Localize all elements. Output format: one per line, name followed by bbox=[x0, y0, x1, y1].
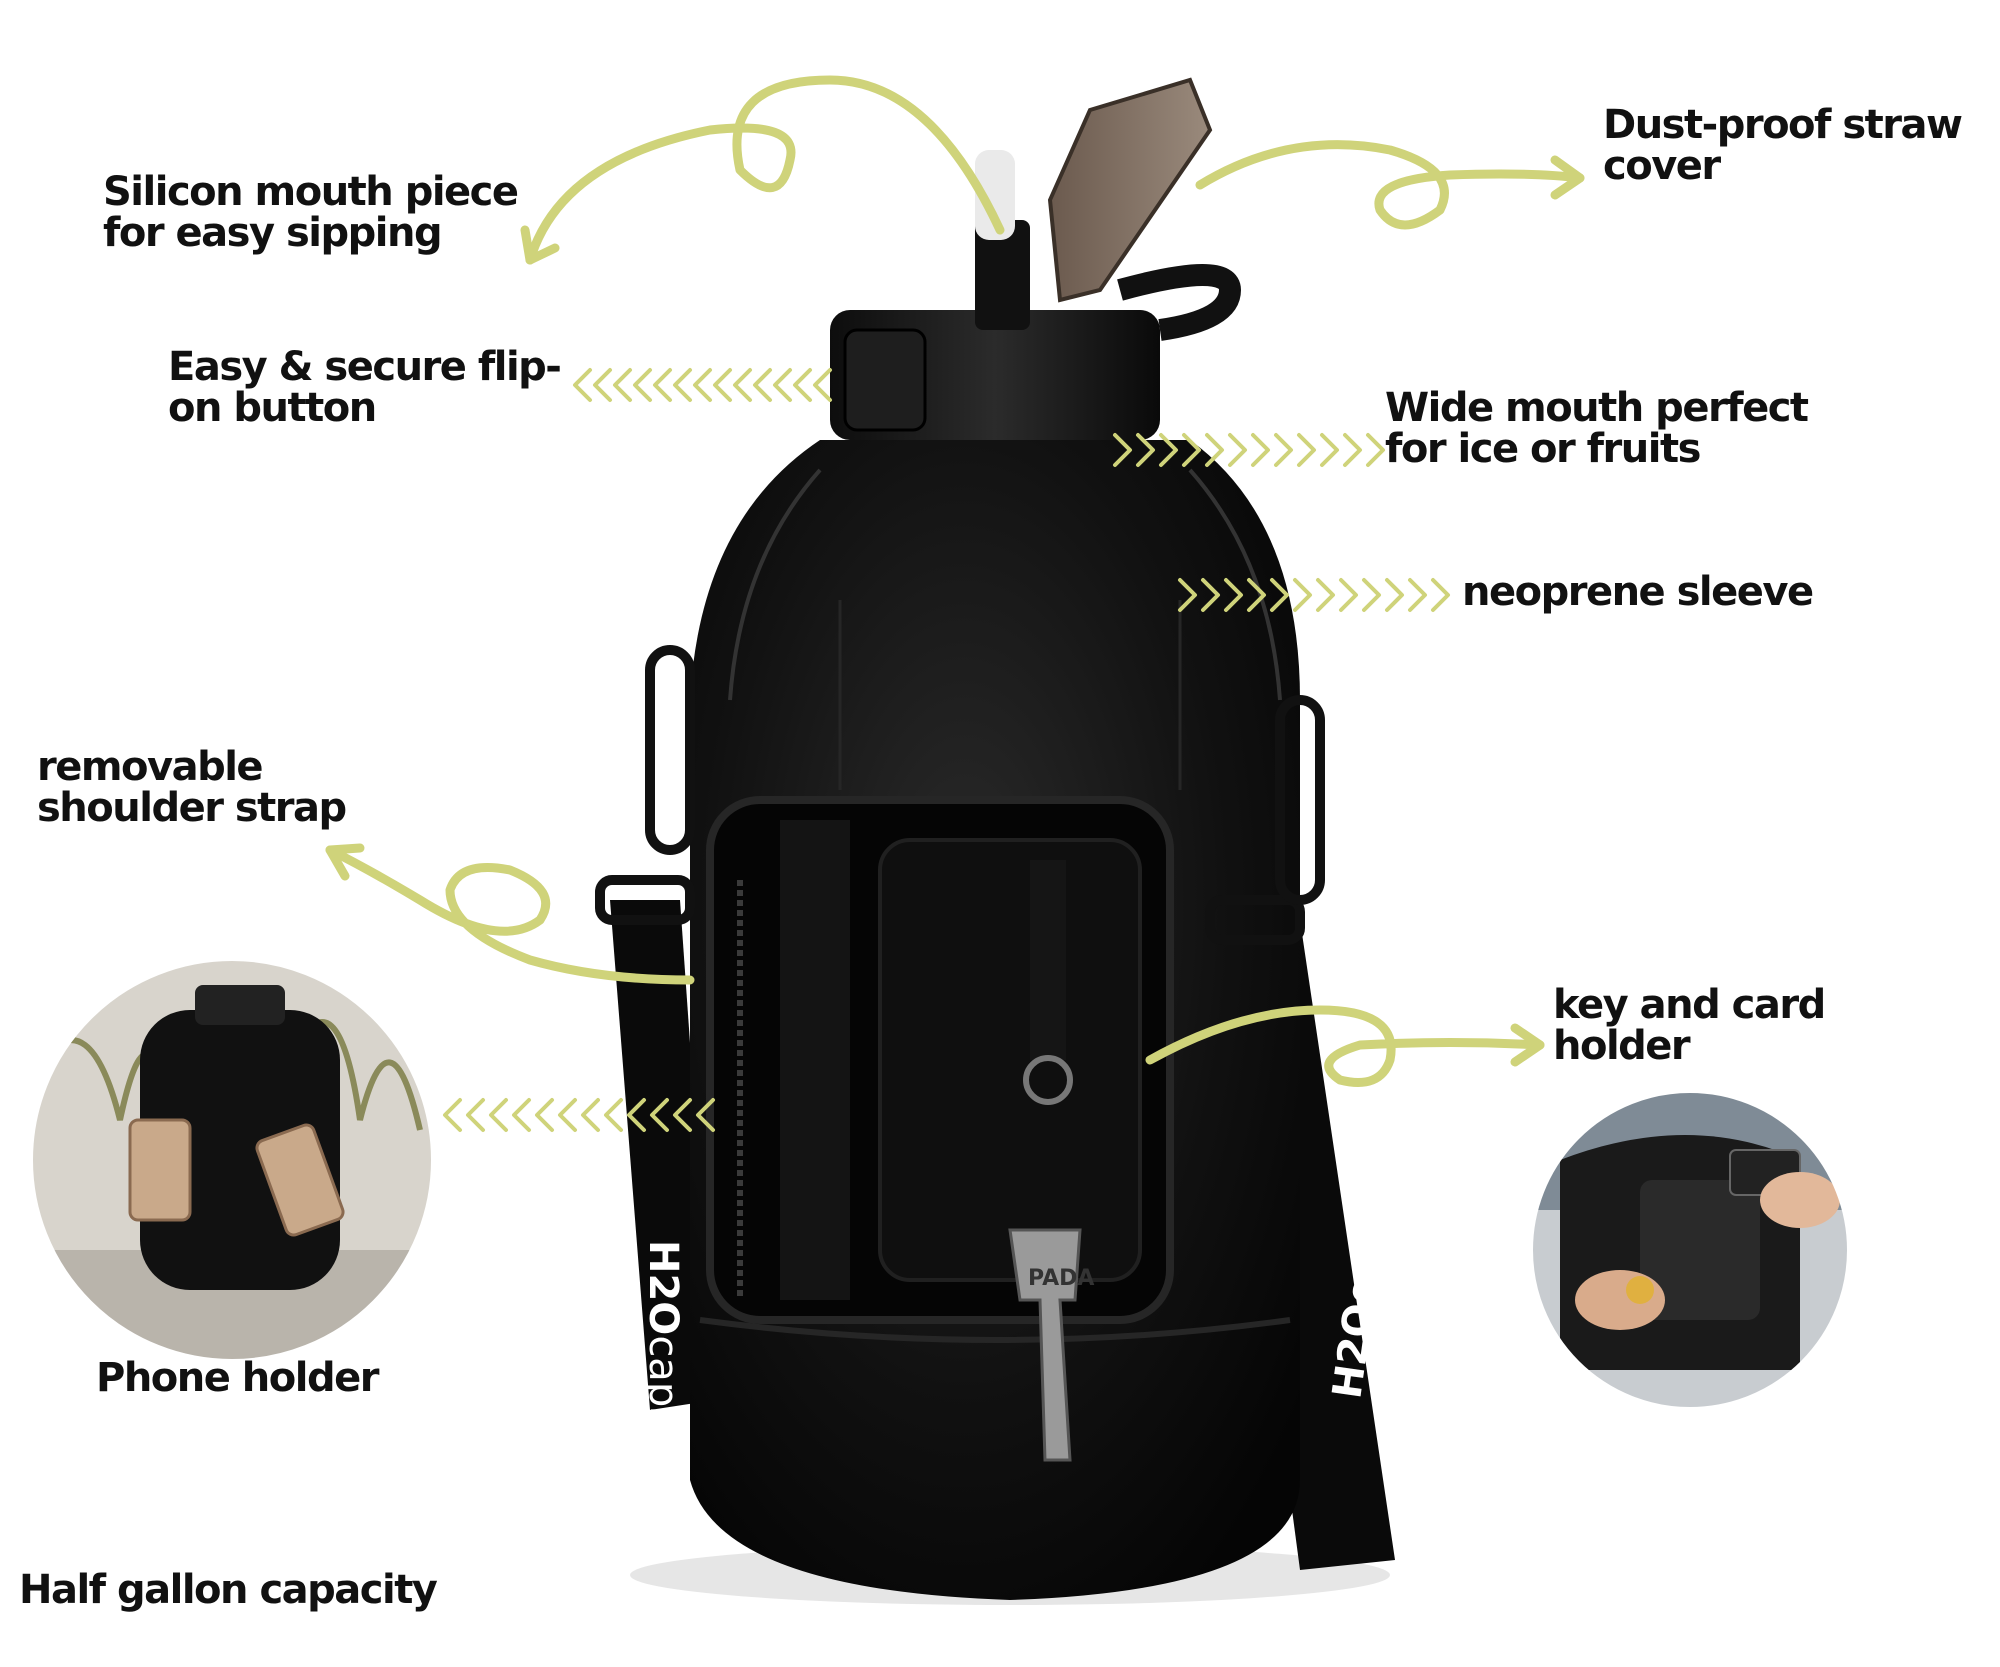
curly-arrow-icon bbox=[1145, 1005, 1545, 1087]
phone-photo-circle bbox=[32, 960, 432, 1360]
straw bbox=[975, 220, 1030, 330]
label-silicon-mouth-piece: Silicon mouth piece for easy sipping bbox=[103, 169, 519, 256]
label-phone-holder: Phone holder bbox=[96, 1355, 379, 1401]
label-dust-proof-cover: Dust-proof straw cover bbox=[1603, 102, 1963, 189]
key-ring-strap bbox=[1030, 860, 1066, 1060]
key-tag: PADA bbox=[1028, 1266, 1094, 1291]
label-wide-mouth: Wide mouth perfect for ice or fruits bbox=[1385, 385, 1809, 472]
label-flip-on-button: Easy & secure flip- on button bbox=[168, 344, 562, 431]
curly-arrow-icon bbox=[1195, 140, 1585, 230]
bottle-handle bbox=[780, 820, 850, 1300]
label-neoprene-sleeve: neoprene sleeve bbox=[1462, 569, 1814, 615]
curly-arrow-icon bbox=[325, 845, 695, 985]
strap-brand-left: H2Ocapsule bbox=[640, 1240, 686, 1489]
left-strap bbox=[610, 900, 715, 1410]
key bbox=[1008, 1228, 1082, 1462]
dust-proof-cover bbox=[1047, 77, 1213, 303]
curly-arrow-icon bbox=[525, 75, 1005, 265]
label-key-card-holder: key and card holder bbox=[1553, 982, 1826, 1069]
silicon-mouth-piece bbox=[975, 150, 1015, 240]
label-shoulder-strap: removable shoulder strap bbox=[37, 744, 347, 831]
label-capacity: Half gallon capacity bbox=[19, 1567, 438, 1613]
chevron-arrow-icon bbox=[443, 368, 1450, 1132]
